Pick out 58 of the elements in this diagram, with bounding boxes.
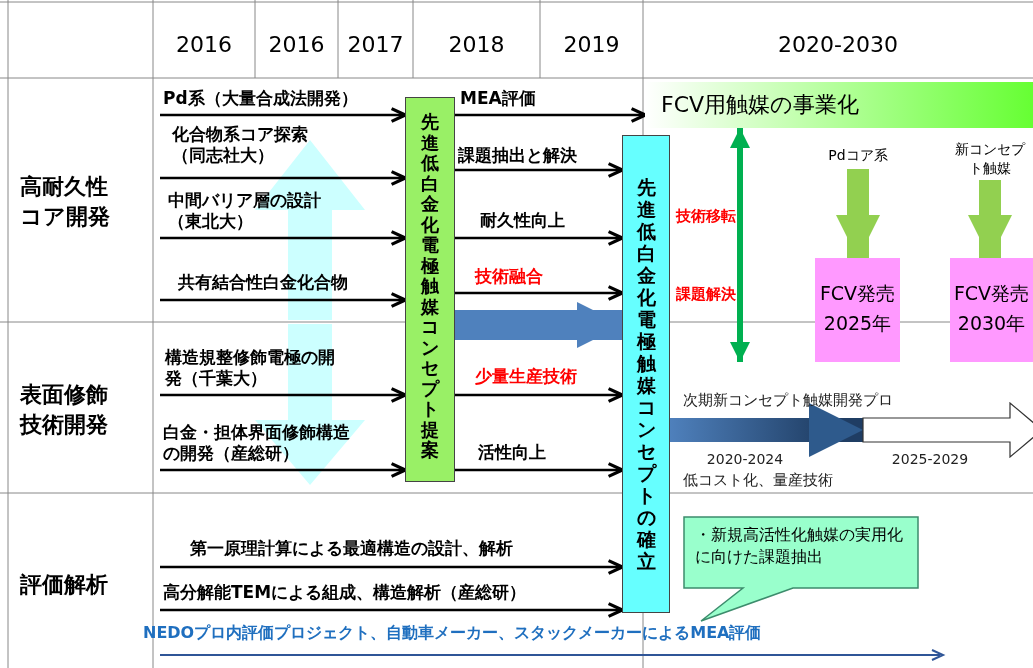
edge-label: 中間バリア層の設計（東北大） [168, 190, 322, 232]
note-text: Pdコア系 [818, 147, 898, 169]
concept-box: 先進低白金化電極触媒コンセプトの確立 [622, 135, 670, 613]
note-text: 新コンセプト触媒 [950, 140, 1030, 180]
note-text: NEDOプロ内評価プロジェクト、自動車メーカー、スタックメーカーによるMEA評価 [143, 622, 763, 644]
edge-label: 少量生産技術 [475, 366, 578, 387]
year-heading: 2020-2030 [777, 31, 899, 59]
arrow [160, 107, 407, 123]
row-heading: 表面修飾技術開発 [20, 381, 109, 439]
arrow [455, 230, 624, 246]
arrow [160, 602, 624, 618]
edge-label: 耐久性向上 [480, 210, 566, 231]
row-heading: 評価解析 [20, 571, 109, 599]
year-heading: 2017 [346, 31, 405, 59]
edge-label: 構造規整修飾電極の開発（千葉大） [165, 347, 336, 389]
callout-text: ・新規高活性化触媒の実用化に向けた課題抽出 [695, 524, 904, 568]
business-band: FCV用触媒の事業化 [645, 82, 1033, 128]
edge-label: 化合物系コア探索（同志社大） [172, 124, 309, 166]
edge-label: 技術融合 [475, 266, 544, 287]
year-heading: 2019 [562, 31, 621, 59]
arrow [160, 462, 407, 478]
note-text: 技術移転 [676, 206, 737, 226]
note-text: 課題解決 [676, 284, 737, 304]
year-heading: 2016 [267, 31, 326, 59]
arrow [670, 403, 863, 457]
arrow [836, 169, 880, 259]
arrow [455, 462, 624, 478]
period-text: 2020-2024 [705, 450, 785, 469]
arrow [160, 170, 407, 186]
edge-label: Pd系（大量合成法開発） [163, 88, 359, 109]
note-text: 低コスト化、量産技術 [683, 470, 834, 490]
arrow [455, 387, 624, 403]
arrow [730, 128, 750, 362]
year-heading: 2016 [175, 31, 233, 59]
edge-label: 課題抽出と解決 [458, 145, 578, 166]
edge-label: 高分解能TEMによる組成、構造解析（産総研） [163, 582, 528, 603]
row-heading: 高耐久性コア開発 [20, 173, 111, 231]
arrow [160, 559, 624, 575]
period-text: 2025-2029 [890, 450, 970, 469]
edge-label: 白金・担体界面修飾構造の開発（産総研） [163, 422, 351, 464]
note-text: 次期新コンセプト触媒開発プロ [683, 390, 894, 410]
arrow [455, 107, 647, 123]
arrow [160, 230, 407, 246]
arrow [160, 387, 407, 403]
concept-box: 先進低白金化電極触媒コンセプト提案 [405, 97, 455, 482]
arrow [160, 292, 407, 308]
arrow [455, 285, 624, 301]
callout-bubble [683, 516, 920, 622]
edge-label: MEA評価 [460, 88, 537, 109]
edge-label: 共有結合性白金化合物 [178, 272, 349, 293]
edge-label: 活性向上 [478, 442, 547, 463]
arrow [455, 302, 623, 348]
arrow [968, 180, 1012, 259]
launch-box: FCV発売 2025年 [815, 258, 900, 362]
edge-label: 第一原理計算による最適構造の設計、解析 [190, 538, 514, 559]
arrow [455, 162, 624, 178]
year-heading: 2018 [447, 31, 506, 59]
launch-box: FCV発売 2030年 [950, 258, 1033, 362]
